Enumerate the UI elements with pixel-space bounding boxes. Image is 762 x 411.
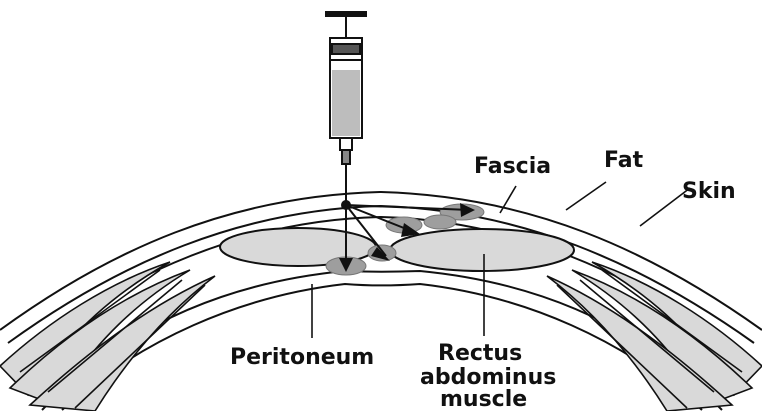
peritoneum-label: Peritoneum (230, 345, 374, 370)
fat-leader (566, 182, 606, 210)
injectate-fascia-right (424, 215, 456, 229)
fascia-label: Fascia (474, 154, 551, 179)
rectus-label-line1: Rectus (438, 341, 522, 366)
plunger-stopper (332, 44, 360, 54)
oblique-muscles-left (0, 262, 215, 411)
fat-label: Fat (604, 148, 644, 173)
skin-label: Skin (682, 179, 736, 204)
oblique-muscles-right (547, 262, 762, 411)
syringe-hub (340, 138, 352, 150)
needle-hub (342, 150, 350, 164)
rectus-muscle-right (390, 229, 574, 271)
plunger-head (326, 12, 366, 16)
rectus-label-line3: muscle (440, 387, 527, 411)
peritoneum-inner-layer (62, 284, 702, 410)
rectus-abdominis-muscles (220, 228, 574, 271)
syringe-fluid (332, 70, 360, 136)
